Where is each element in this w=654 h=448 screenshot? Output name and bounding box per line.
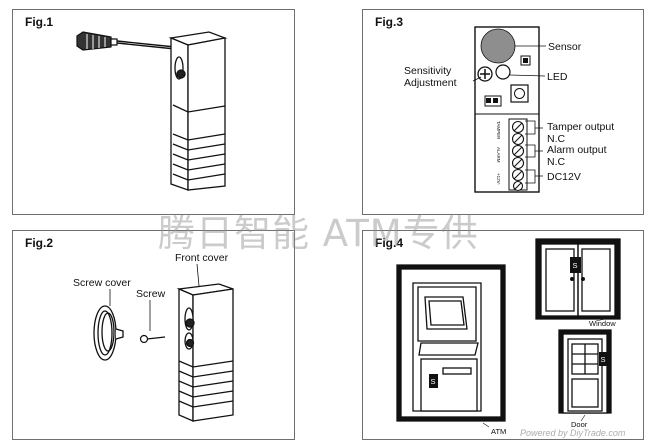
terminal-screws <box>511 120 525 192</box>
atm-illustration <box>396 264 506 422</box>
figure-4-illustration: S Window S ATM <box>396 238 621 436</box>
label-dc12v: DC12V <box>547 171 581 183</box>
sensitivity-potentiometer-icon <box>477 66 493 82</box>
label-alarm-output: Alarm output <box>547 144 607 156</box>
label-window: Window <box>589 319 616 328</box>
watermark-text: 腾日智能 ATM专供 <box>158 212 479 255</box>
label-door: Door <box>571 420 588 429</box>
door-illustration <box>558 329 612 414</box>
screwdriver-icon <box>76 31 186 51</box>
figure-1-panel: Fig.1 <box>12 9 295 215</box>
figure-3-panel: Fig.3 TAMPER ALARM +12V- <box>362 9 644 215</box>
label-nc-tamper: N.C <box>547 133 566 145</box>
screw-cover-icon <box>93 305 124 361</box>
door-sensor-icon: S <box>599 352 608 366</box>
atm-sensor-mark: S <box>431 377 436 386</box>
label-front-cover: Front cover <box>175 252 229 264</box>
figure-4-panel: Fig.4 S Window <box>362 230 644 440</box>
label-sensor: Sensor <box>548 41 582 53</box>
label-screw: Screw <box>136 288 166 300</box>
figure-2-illustration: Front cover Screw cover Screw <box>73 252 234 422</box>
board-label-power: +12V- <box>496 173 501 185</box>
figure-2-title: Fig.2 <box>25 236 54 250</box>
front-cover-body <box>176 283 234 422</box>
figure-3-circuit: TAMPER ALARM +12V- Sensor LED Sensitivit <box>404 26 614 193</box>
figure-2-panel: Fig.2 Front cover Screw cover Screw <box>12 230 295 440</box>
label-led: LED <box>547 71 568 83</box>
window-sensor-icon: S <box>570 257 585 281</box>
credit-text: Powered by DiyTrade.com <box>520 428 626 438</box>
label-sensitivity: Sensitivity <box>404 65 452 77</box>
figure-1-illustration <box>76 31 228 191</box>
label-tamper-output: Tamper output <box>547 121 614 133</box>
figure-3-title: Fig.3 <box>375 15 404 29</box>
label-atm: ATM <box>491 427 506 436</box>
board-label-alarm: ALARM <box>496 147 501 163</box>
sensor-body <box>168 31 228 191</box>
board-label-tamper: TAMPER <box>496 121 501 140</box>
led-icon <box>495 64 511 80</box>
pir-sensor-icon <box>480 28 516 64</box>
label-screw-cover: Screw cover <box>73 277 131 289</box>
window-illustration <box>535 238 621 320</box>
figure-1-title: Fig.1 <box>25 15 54 29</box>
label-nc-alarm: N.C <box>547 156 566 168</box>
door-sensor-mark: S <box>601 355 606 364</box>
screw-icon <box>139 334 166 344</box>
window-sensor-mark: S <box>573 261 578 270</box>
label-adjustment: Adjustment <box>404 77 457 89</box>
atm-sensor-icon: S <box>429 374 438 388</box>
figure-4-title: Fig.4 <box>375 236 404 250</box>
